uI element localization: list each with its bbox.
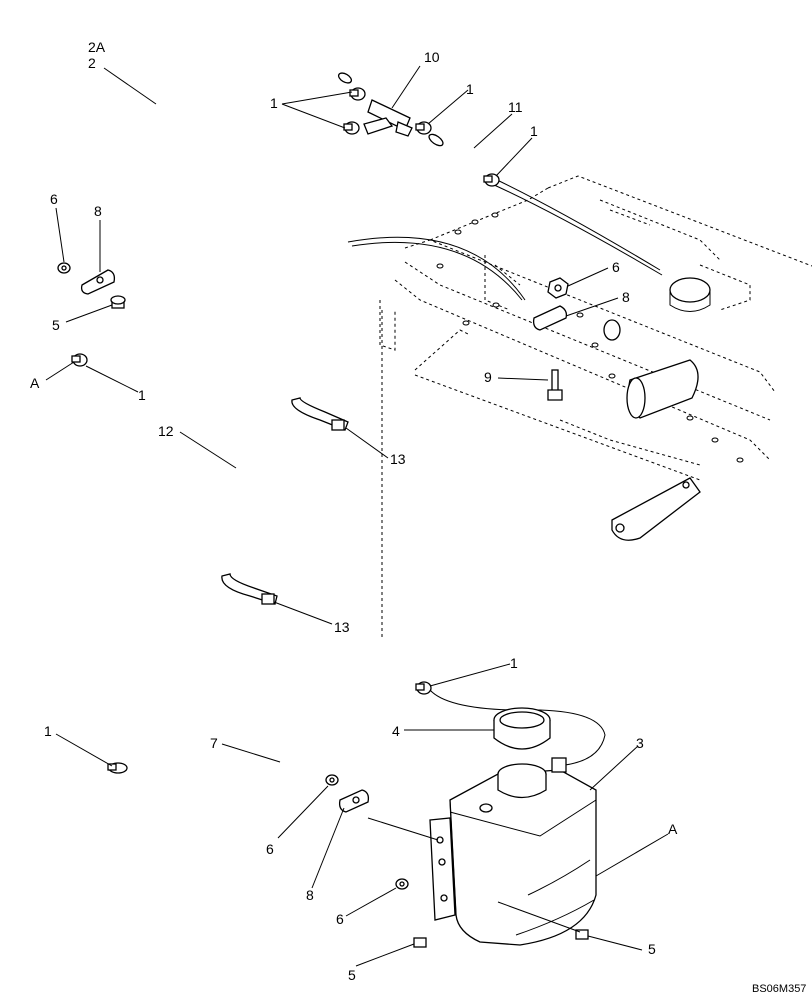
- callout-1: 1: [138, 387, 146, 403]
- callout-1: 1: [270, 95, 278, 111]
- callout-5: 5: [348, 967, 356, 983]
- machine-frame: [347, 175, 812, 640]
- callout-1: 1: [44, 723, 52, 739]
- callout-6: 6: [336, 911, 344, 927]
- hose-7: [276, 644, 606, 867]
- callout-4: 4: [392, 723, 400, 739]
- callout-2a: 2A: [88, 39, 106, 55]
- callout-3: 3: [636, 735, 644, 751]
- callout-labels: 2A 2 10 1 1 11 1 6 8 5 A 1 6 8 9 12 13 1…: [30, 39, 806, 995]
- callout-1: 1: [530, 123, 538, 139]
- callout-6: 6: [612, 259, 620, 275]
- callout-13: 13: [390, 451, 406, 467]
- cap-4: [493, 707, 551, 750]
- callout-9: 9: [484, 369, 492, 385]
- callout-12: 12: [158, 423, 174, 439]
- callout-8: 8: [306, 887, 314, 903]
- tube-11: [428, 133, 663, 276]
- callout-5: 5: [52, 317, 60, 333]
- callout-1: 1: [510, 655, 518, 671]
- callout-1: 1: [466, 81, 474, 97]
- hose-12: [108, 135, 375, 752]
- hose-clamps: [71, 87, 500, 774]
- hardware-bottom: [325, 774, 589, 948]
- callout-13: 13: [334, 619, 350, 635]
- callout-11: 11: [508, 99, 523, 115]
- straps-13: [221, 397, 349, 605]
- tee-fitting-10: [363, 99, 413, 137]
- callout-7: 7: [210, 735, 218, 751]
- hardware-left: [57, 262, 126, 309]
- callout-a: A: [30, 375, 40, 391]
- callout-5: 5: [648, 941, 656, 957]
- callout-2: 2: [88, 55, 96, 71]
- drawing-code: BS06M357: [752, 983, 806, 995]
- hose-2: [83, 15, 353, 359]
- callout-a: A: [668, 821, 678, 837]
- reservoir-tank-3: [429, 757, 597, 946]
- callout-6: 6: [50, 191, 58, 207]
- hardware-frame: [532, 277, 569, 401]
- leader-lines: [45, 65, 669, 967]
- callout-6: 6: [266, 841, 274, 857]
- callout-8: 8: [94, 203, 102, 219]
- callout-8: 8: [622, 289, 630, 305]
- callout-10: 10: [424, 49, 440, 65]
